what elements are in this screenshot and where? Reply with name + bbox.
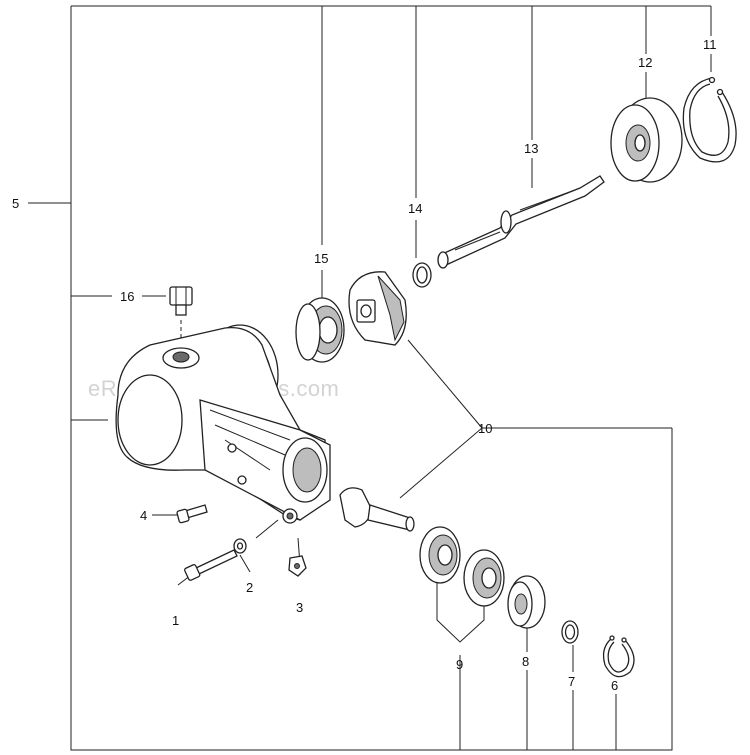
callout-15: 15 [314,251,328,266]
callout-5: 5 [12,196,19,211]
washer-7 [561,620,579,644]
callout-2: 2 [246,580,253,595]
callout-9: 9 [456,657,463,672]
bolt-16 [169,286,193,346]
bolt-1 [184,549,238,581]
circlip-6 [602,635,635,678]
bearing-8 [507,575,546,629]
washer-2 [233,538,247,554]
bearing-9b [463,549,505,607]
callout-12: 12 [638,55,652,70]
screw-4 [176,504,208,524]
callout-3: 3 [296,600,303,615]
circlip-14 [412,262,432,288]
callout-7: 7 [568,674,575,689]
shaft-13 [437,175,605,269]
leader-lines [28,5,712,751]
bevel-gear-10 [348,271,407,346]
callout-10: 10 [478,421,492,436]
snap-ring-11 [682,76,737,163]
callout-16: 16 [120,289,134,304]
bearing-9a [419,526,461,584]
pinion-gear-10 [339,487,415,532]
bearing-15 [295,297,345,363]
callout-1: 1 [172,613,179,628]
callout-8: 8 [522,654,529,669]
callout-11: 11 [703,37,717,52]
callout-4: 4 [140,508,147,523]
callout-6: 6 [611,678,618,693]
gear-housing [115,324,331,524]
callout-labels: 5 16 15 14 13 12 11 10 4 1 2 3 9 8 7 6 [12,37,717,693]
callout-14: 14 [408,201,422,216]
nut-3 [288,555,307,577]
bearing-12 [610,97,683,183]
callout-13: 13 [524,141,538,156]
